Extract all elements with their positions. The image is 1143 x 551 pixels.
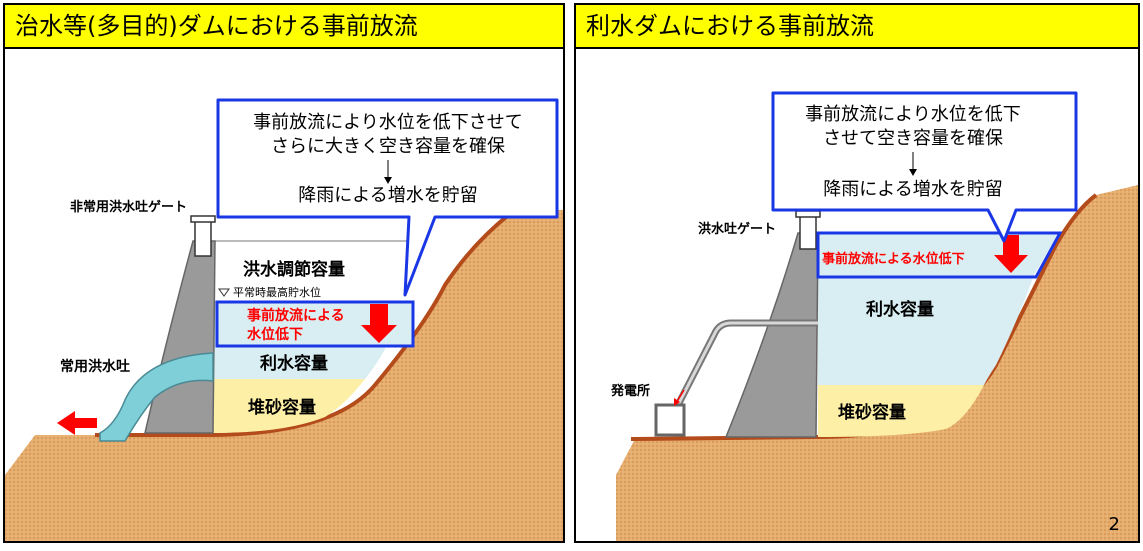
ground (616, 185, 1138, 541)
label-power-station: 発電所 (610, 383, 650, 399)
callout-line-3: 降雨による増水を貯留 (823, 179, 1002, 200)
dam-body (144, 240, 216, 434)
callout-box (771, 91, 1078, 243)
water-use-dam-diagram: 事前放流により水位を低下 させて空き容量を確保 降雨による増水を貯留 洪水吐ゲー… (610, 91, 1138, 541)
drawdown-arrow (994, 235, 1028, 273)
drawdown-highlight-box (215, 300, 415, 348)
callout-line-3: 降雨による増水を貯留 (298, 185, 477, 206)
callout-line-2: さらに大きく空き容量を確保 (271, 136, 505, 157)
power-station (654, 403, 686, 437)
label-drawdown-2: 水位低下 (247, 326, 303, 343)
spillway-gate-tower (799, 214, 817, 250)
emergency-gate-tower (194, 219, 212, 257)
label-spillway-gate: 洪水吐ゲート (698, 221, 776, 237)
callout-line-1: 事前放流により水位を低下させて (253, 112, 523, 133)
label-emergency-gate: 非常用洪水吐ゲート (70, 199, 187, 215)
drawdown-highlight-box (816, 231, 1063, 279)
dam-body (724, 232, 819, 438)
drawdown-arrow (361, 304, 397, 343)
water-use-zone (213, 345, 387, 379)
label-drawdown-1: 事前放流による (247, 307, 345, 324)
sediment-zone (213, 379, 365, 433)
water-use-zone (818, 275, 1034, 385)
regular-spillway-flow (99, 352, 214, 442)
callout-line-1: 事前放流により水位を低下 (805, 104, 1021, 125)
panel-flood-control-dam: 治水等(多目的)ダムにおける事前放流 (3, 3, 565, 543)
page-number: 2 (1108, 514, 1120, 535)
normal-level-marker (218, 288, 230, 297)
panel-title: 治水等(多目的)ダムにおける事前放流 (5, 5, 563, 49)
callout-line-2: させて空き容量を確保 (823, 128, 1003, 149)
panel-water-use-dam: 利水ダムにおける事前放流 (574, 3, 1140, 543)
label-water-use: 利水容量 (866, 299, 934, 320)
flood-dam-diagram: 事前放流により水位を低下させて さらに大きく空き容量を確保 降雨による増水を貯留… (5, 98, 563, 541)
label-sediment: 堆砂容量 (838, 402, 906, 423)
label-sediment: 堆砂容量 (248, 397, 316, 418)
label-water-use: 利水容量 (260, 353, 328, 374)
outflow-arrow (57, 411, 97, 435)
sediment-zone (818, 385, 984, 437)
label-regular-spillway: 常用洪水吐 (60, 358, 130, 375)
label-drawdown: 事前放流による水位低下 (822, 251, 965, 267)
label-flood-capacity: 洪水調節容量 (243, 259, 345, 280)
callout-box (216, 98, 559, 297)
label-normal-level: 平常時最高貯水位 (233, 285, 321, 299)
drawdown-zone (818, 233, 1058, 275)
panel-title: 利水ダムにおける事前放流 (576, 5, 1138, 49)
ground (5, 210, 563, 541)
